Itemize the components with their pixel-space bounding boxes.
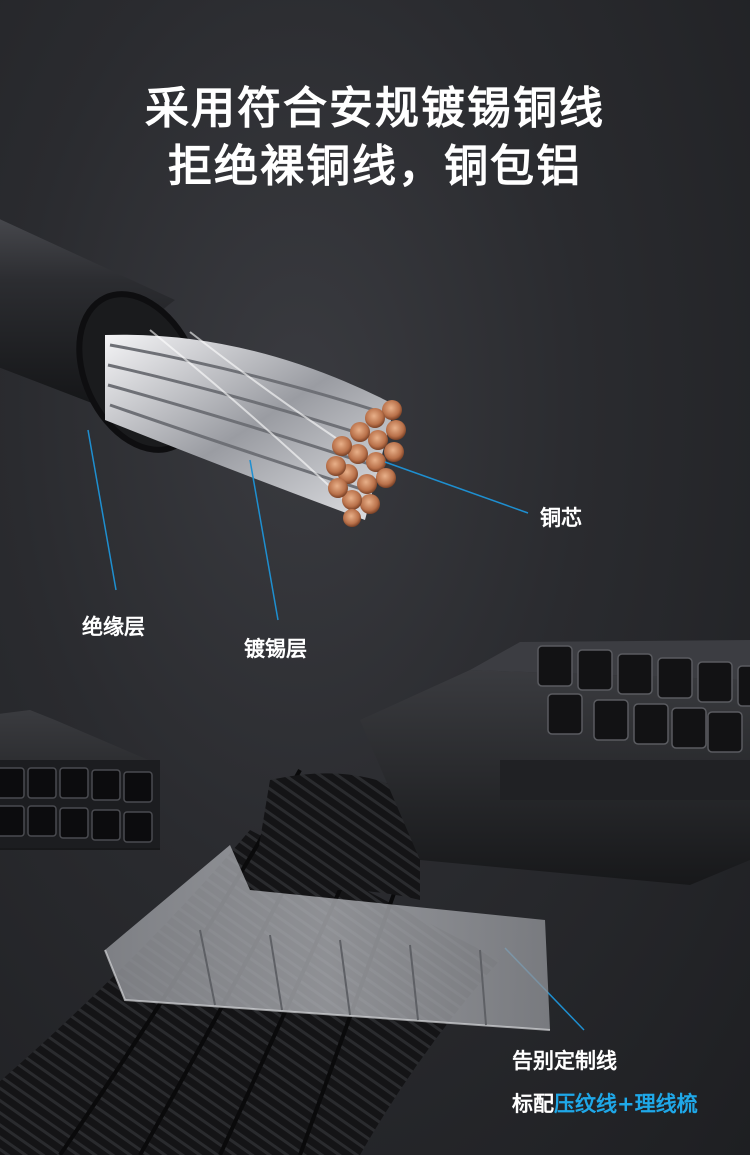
right-connector xyxy=(360,640,750,885)
tinned-strands xyxy=(105,329,395,520)
copper-core-label: 铜芯 xyxy=(540,506,582,530)
headline-line-1: 采用符合安规镀锡铜线 xyxy=(145,83,605,134)
copper-core xyxy=(326,400,406,527)
custom-wire-label: 告别定制线 xyxy=(512,1049,617,1073)
left-connector xyxy=(0,710,160,850)
headline-line-2: 拒绝裸铜线，铜包铝 xyxy=(168,141,582,192)
bundle-prefix: 标配 xyxy=(512,1092,554,1116)
bundle-highlight: 压纹线+理线梳 xyxy=(554,1092,698,1116)
bundle-label: 标配压纹线+理线梳 xyxy=(512,1088,698,1118)
cable-comb xyxy=(104,845,551,1031)
tin-plating-label: 镀锡层 xyxy=(244,637,307,661)
insulation-label: 绝缘层 xyxy=(82,615,145,639)
